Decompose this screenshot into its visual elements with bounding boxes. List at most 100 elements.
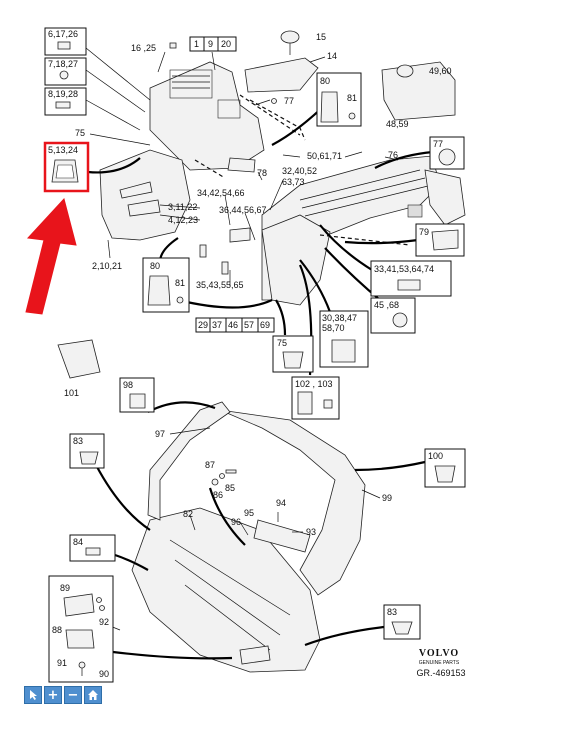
svg-text:77: 77 <box>433 139 443 149</box>
zoom-out-button[interactable]: − <box>64 686 82 704</box>
callout-label: 2,10,21 <box>92 261 122 271</box>
callout-label: 94 <box>276 498 286 508</box>
callout-label: 76 <box>388 150 398 160</box>
callout-box: 102 , 103 <box>291 376 340 420</box>
callout-label: 78 <box>257 168 267 178</box>
select-pointer-button[interactable] <box>24 686 42 704</box>
callout-label: 32,40,52 <box>282 166 317 176</box>
svg-text:1: 1 <box>194 39 199 49</box>
clip-part <box>169 42 177 49</box>
home-icon <box>88 690 98 700</box>
callout-box: 6,17,26 <box>44 27 87 56</box>
svg-text:5,13,24: 5,13,24 <box>48 145 78 155</box>
dashed-guide <box>194 159 226 179</box>
callout-label: 77 <box>284 96 294 106</box>
callout-box: 77 <box>429 136 465 170</box>
callout-box: 100 <box>424 448 466 488</box>
svg-text:91: 91 <box>57 658 67 668</box>
callout-label: 63,73 <box>282 177 305 187</box>
pointer-icon <box>30 690 37 700</box>
brand-logo: VOLVO <box>419 648 459 659</box>
svg-text:79: 79 <box>419 227 429 237</box>
callout-label: 93 <box>306 527 316 537</box>
callout-label: 99 <box>382 493 392 503</box>
svg-text:29: 29 <box>198 320 208 330</box>
svg-text:75: 75 <box>277 338 287 348</box>
callout-label: 15 <box>316 32 326 42</box>
callout-box: 80 81 <box>142 257 190 313</box>
callout-box: 80 81 <box>316 72 362 127</box>
cover-part <box>57 339 101 379</box>
zoom-in-button[interactable]: + <box>44 686 62 704</box>
svg-text:46: 46 <box>228 320 238 330</box>
callout-box: 75 <box>272 335 314 373</box>
tray-parts <box>199 30 456 275</box>
svg-text:83: 83 <box>387 607 397 617</box>
home-button[interactable] <box>84 686 102 704</box>
callout-box: 83 <box>69 433 105 469</box>
callout-box: 33,41,53,64,74 <box>370 260 452 297</box>
trunk-floor-panel <box>261 155 466 306</box>
callout-label: 36,44,56,67 <box>219 205 267 215</box>
svg-text:80: 80 <box>320 76 330 86</box>
callout-box: 83 <box>383 604 421 640</box>
svg-text:58,70: 58,70 <box>322 323 345 333</box>
svg-text:7,18,27: 7,18,27 <box>48 59 78 69</box>
svg-text:90: 90 <box>99 669 109 679</box>
dashed-guide <box>319 234 411 246</box>
svg-text:85: 85 <box>225 483 235 493</box>
svg-text:33,41,53,64,74: 33,41,53,64,74 <box>374 264 434 274</box>
callout-label: 35,43,55,65 <box>196 280 244 290</box>
brand-subtitle: GENUINE PARTS <box>419 660 460 666</box>
bolt-part <box>271 98 277 104</box>
callout-box-row: 1 9 20 <box>189 36 237 52</box>
svg-text:100: 100 <box>428 451 443 461</box>
svg-text:81: 81 <box>175 278 185 288</box>
callout-box: 7,18,27 <box>44 57 87 86</box>
callout-label: 14 <box>327 51 337 61</box>
svg-text:45 ,68: 45 ,68 <box>374 300 399 310</box>
callout-label: 34,42,54,66 <box>197 188 245 198</box>
tailgate-trim-panel <box>131 401 366 673</box>
svg-text:8,19,28: 8,19,28 <box>48 89 78 99</box>
fastener-group: 87 85 86 <box>205 460 237 500</box>
callout-label: 97 <box>155 429 165 439</box>
callout-label: 4,12,23 <box>168 215 198 225</box>
callout-label: 75 <box>75 128 85 138</box>
callout-label: 82 <box>183 509 193 519</box>
callout-box: 89 92 88 91 90 <box>48 575 114 683</box>
callout-label: 96 <box>231 517 241 527</box>
callout-box: 79 <box>415 223 465 257</box>
callout-label: 95 <box>244 508 254 518</box>
reference-code: GR.-469153 <box>416 668 465 678</box>
callout-label: 49,60 <box>429 66 452 76</box>
callout-box: 84 <box>69 534 116 562</box>
callout-label: 16 ,25 <box>131 43 156 53</box>
svg-text:102 , 103: 102 , 103 <box>295 379 333 389</box>
dashed-guide <box>239 94 301 136</box>
svg-text:81: 81 <box>347 93 357 103</box>
lead-lines-lower <box>95 401 426 660</box>
svg-text:9: 9 <box>208 39 213 49</box>
svg-text:84: 84 <box>73 537 83 547</box>
callout-box: 30,38,47 58,70 <box>319 310 369 368</box>
svg-text:89: 89 <box>60 583 70 593</box>
callout-label: 50,61,71 <box>307 151 342 161</box>
callout-box: 98 <box>119 377 155 413</box>
svg-text:83: 83 <box>73 436 83 446</box>
svg-text:20: 20 <box>221 39 231 49</box>
svg-text:69: 69 <box>260 320 270 330</box>
svg-text:88: 88 <box>52 625 62 635</box>
callout-label: 48,59 <box>386 119 409 129</box>
callout-box: 8,19,28 <box>44 87 87 116</box>
leader-lines-upper <box>74 43 399 369</box>
svg-text:80: 80 <box>150 261 160 271</box>
svg-text:98: 98 <box>123 380 133 390</box>
callout-box: 45 ,68 <box>370 297 416 334</box>
callout-label: 3,11,22 <box>168 202 197 212</box>
callout-label: 101 <box>64 388 79 398</box>
svg-text:92: 92 <box>99 617 109 627</box>
callout-box-row: 29 37 46 57 69 <box>195 317 275 333</box>
trunk-side-panel <box>99 61 265 241</box>
highlighted-callout-box: 5,13,24 <box>43 141 90 193</box>
